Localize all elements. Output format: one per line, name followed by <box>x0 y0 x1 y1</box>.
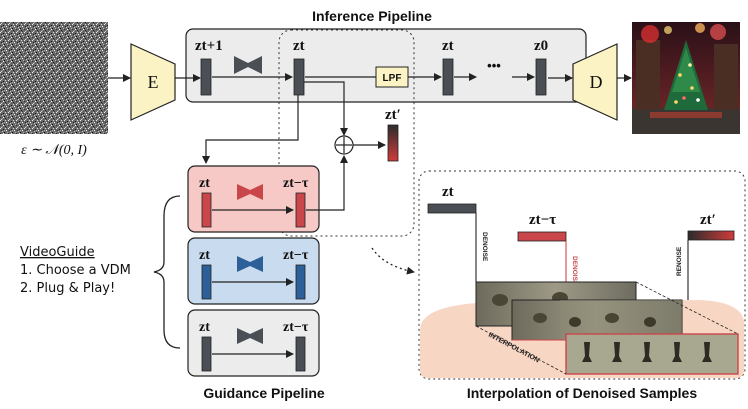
curly-brace <box>153 195 181 349</box>
renoise-label: RENOISE <box>676 246 683 276</box>
gray-label-zttau: zt−τ <box>283 320 309 335</box>
interp-label-zt: zt <box>442 184 454 200</box>
arrow-to-interpolation <box>371 247 415 275</box>
gray-latent-zttau <box>295 336 306 372</box>
red-label-zt: zt <box>199 176 210 191</box>
label-z-0: z0 <box>534 38 548 54</box>
denoise-label-1: DENOISE <box>481 232 488 262</box>
label-z-t-plus-1: zt+1 <box>195 38 223 54</box>
guidance-pipeline-title: Guidance Pipeline <box>203 385 325 401</box>
guidance-box-blue <box>187 237 320 305</box>
blue-label-zttau: zt−τ <box>283 248 309 263</box>
decoder-block <box>572 43 618 121</box>
interp-latent-ztprime <box>687 230 735 241</box>
red-latent-zt <box>201 192 212 228</box>
interpolation-title: Interpolation of Denoised Samples <box>467 385 697 401</box>
denoise-label-2: DENOISE <box>571 256 578 286</box>
blue-latent-zt <box>201 264 212 300</box>
blue-label-zt: zt <box>199 248 210 263</box>
blue-latent-zttau <box>295 264 306 300</box>
latent-z-t-prime <box>387 124 399 162</box>
dotted-zt-region <box>278 29 415 237</box>
vdm-icon-inference <box>234 56 262 74</box>
lpf-block <box>375 66 409 88</box>
noise-label: ε ∼ 𝒩(0, I) <box>21 143 87 158</box>
frame-strip-red <box>565 333 739 375</box>
red-latent-zttau <box>295 192 306 228</box>
inference-pipeline-title: Inference Pipeline <box>312 8 432 24</box>
videoguide-title: VideoGuide <box>20 245 95 260</box>
output-image <box>632 22 740 134</box>
guidance-box-gray <box>187 309 320 377</box>
red-label-zttau: zt−τ <box>283 176 309 191</box>
interp-label-zttau: zt−τ <box>529 212 556 228</box>
noise-image <box>0 22 108 134</box>
arrow-zt-to-adder <box>304 81 348 136</box>
encoder-label: E <box>148 72 159 92</box>
arrow-inference-to-guidance <box>202 95 299 164</box>
decoder-label: D <box>590 72 603 92</box>
arrow-guidance-to-adder <box>306 155 348 211</box>
videoguide-step-1: 1. Choose a VDM <box>20 263 131 278</box>
interp-latent-zt <box>427 203 477 214</box>
latent-z-0 <box>535 58 547 96</box>
interp-latent-zttau <box>517 231 567 242</box>
encoder-block <box>130 43 176 121</box>
vdm-icon-blue <box>237 256 263 272</box>
gray-label-zt: zt <box>199 320 210 335</box>
interp-label-ztprime: zt′ <box>700 212 716 228</box>
videoguide-step-2: 2. Plug & Play! <box>20 281 115 296</box>
vdm-icon-red <box>237 184 263 200</box>
label-z-t-inference: zt <box>293 38 305 54</box>
vdm-icon-gray <box>237 328 263 344</box>
lpf-label: LPF <box>383 73 402 84</box>
label-z-t-prime: zt′ <box>385 107 401 123</box>
latent-z-t <box>293 58 305 96</box>
latent-z-t-after <box>442 58 454 96</box>
latent-z-t-plus-1 <box>200 58 212 96</box>
label-z-t-after: zt <box>442 38 454 54</box>
gray-latent-zt <box>201 336 212 372</box>
ellipsis: ••• <box>487 58 501 73</box>
guidance-box-red <box>187 165 320 233</box>
